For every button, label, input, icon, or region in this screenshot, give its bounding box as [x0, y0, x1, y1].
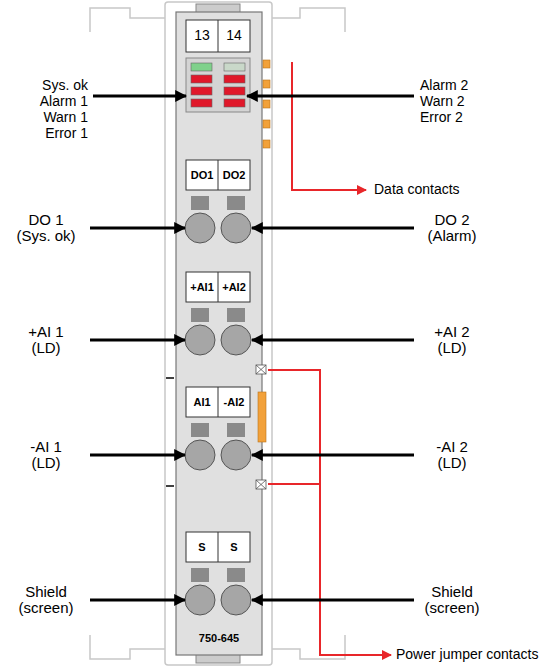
terminal-rows [185, 160, 251, 615]
led-red [191, 75, 212, 83]
marker-divider [218, 20, 219, 52]
terminal-label: AI1 [193, 396, 210, 408]
wire-slot [191, 568, 209, 582]
module-body [176, 12, 262, 655]
led-name: Sys. ok [42, 78, 88, 93]
pointer-arrow [252, 227, 414, 230]
label-box [186, 387, 250, 417]
terminal-label: S [198, 541, 205, 553]
led-red [224, 99, 245, 107]
red-callouts [268, 62, 391, 655]
led-name: Error 1 [45, 126, 88, 141]
part-number: 750-645 [199, 632, 239, 644]
label-divider [218, 160, 219, 190]
led-name: Warn 2 [420, 94, 465, 109]
terminal-number: 13 [194, 28, 210, 43]
label-box [186, 160, 250, 190]
wire-slot [227, 308, 245, 322]
clamp-terminal [221, 585, 251, 615]
wire-slot [191, 196, 209, 210]
led-group [191, 63, 245, 107]
callout-text: Data contacts [374, 182, 460, 197]
tick-mark [166, 485, 174, 487]
data-contacts-leader [292, 62, 366, 190]
signal-label: -AI 2 (LD) [423, 439, 481, 472]
wire-slot [227, 423, 245, 437]
label-box [186, 272, 250, 302]
power-jumper-leader [268, 370, 391, 655]
pointer-arrows [90, 96, 414, 600]
led-green [191, 63, 212, 71]
label-divider [218, 272, 219, 302]
pointer-arrow [252, 599, 414, 602]
housing-outline [90, 2, 345, 665]
terminal-label: DO1 [191, 169, 214, 181]
data-contact [263, 60, 270, 68]
tick-mark [166, 377, 174, 379]
signal-label: DO 2 (Alarm) [421, 212, 483, 245]
clamp-terminal [185, 213, 215, 243]
terminal-label: -AI2 [224, 396, 245, 408]
terminal-label: +AI1 [190, 281, 214, 293]
led-red [224, 87, 245, 95]
data-contacts [263, 60, 270, 148]
clamp-terminal [185, 440, 215, 470]
clamp-terminal [221, 213, 251, 243]
data-contact [263, 100, 270, 108]
pointer-arrow [90, 339, 185, 342]
signal-label: +AI 1 (LD) [17, 324, 75, 357]
led-red [191, 87, 212, 95]
pointer-arrow [93, 95, 186, 98]
led-name: Error 2 [420, 110, 463, 125]
jumper-symbol [256, 480, 266, 489]
led-unused [224, 63, 245, 71]
pointer-arrow [90, 227, 185, 230]
jumper-cross [256, 365, 266, 374]
tick-marks [166, 378, 174, 486]
signal-label: Shield (screen) [420, 584, 484, 617]
jumper-cross [256, 480, 266, 489]
wire-slot [227, 568, 245, 582]
terminal-label: +AI2 [222, 281, 246, 293]
label-box [186, 532, 250, 562]
wire-slot [191, 308, 209, 322]
pointer-arrow [90, 454, 185, 457]
label-divider [218, 387, 219, 417]
power-jumper-leader [268, 483, 320, 485]
power-jumper-symbols [256, 365, 266, 489]
led-red [224, 75, 245, 83]
power-contact [258, 392, 266, 442]
terminal-label: S [230, 541, 237, 553]
led-red [191, 99, 212, 107]
led-name: Alarm 2 [420, 78, 468, 93]
pointer-arrow [90, 599, 185, 602]
pointer-arrow [247, 95, 414, 98]
signal-label: -AI 1 (LD) [17, 439, 75, 472]
marker-box [186, 20, 250, 52]
wire-slot [191, 423, 209, 437]
signal-label: Shield (screen) [14, 584, 78, 617]
terminal-number: 14 [226, 28, 242, 43]
clamp-terminal [185, 325, 215, 355]
led-name: Alarm 1 [40, 94, 88, 109]
led-panel [186, 58, 250, 112]
clamp-terminal [221, 440, 251, 470]
callout-text: Power jumper contacts [396, 647, 538, 662]
wire-slot [227, 196, 245, 210]
signal-label: DO 1 (Sys. ok) [12, 212, 80, 245]
data-contact [263, 140, 270, 148]
led-name: Warn 1 [43, 110, 88, 125]
terminal-label: DO2 [223, 169, 246, 181]
pointer-arrow [252, 454, 414, 457]
data-contact [263, 120, 270, 128]
pointer-arrow [252, 339, 414, 342]
clamp-terminal [221, 325, 251, 355]
clamp-terminal [185, 585, 215, 615]
label-divider [218, 532, 219, 562]
data-contact [263, 80, 270, 88]
jumper-symbol [256, 365, 266, 374]
signal-label: +AI 2 (LD) [423, 324, 481, 357]
